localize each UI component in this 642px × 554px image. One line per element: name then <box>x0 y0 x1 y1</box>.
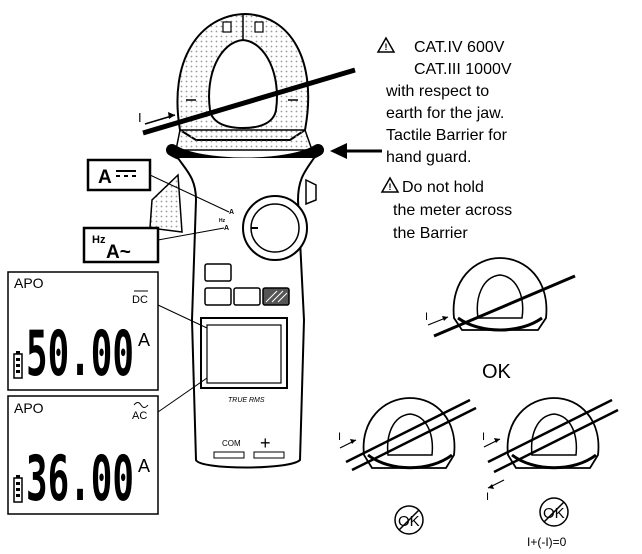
true-rms-label: TRUE RMS <box>228 397 265 404</box>
svg-text:!: ! <box>385 42 388 52</box>
callout-line-ac <box>157 227 225 241</box>
example-bad-2: I I OK I+(-I)=0 <box>482 397 619 549</box>
zoom-line-dc <box>157 304 208 329</box>
clamp-meter: I A A Hz TRUE RMS <box>138 12 356 469</box>
example-ok-wire <box>433 274 576 338</box>
dial-label-hz: Hz <box>219 218 226 224</box>
lcd-ac-battery-icon <box>13 475 23 503</box>
example-ok-label: OK <box>482 361 512 383</box>
lcd-dc-battery-icon <box>13 351 23 379</box>
dial-label-dc: A <box>229 209 234 216</box>
button-top[interactable] <box>204 263 232 282</box>
warning-line-5: Tactile Barrier for <box>386 127 508 144</box>
warning-icon-2: ! <box>380 176 400 193</box>
upper-body-band <box>175 129 314 151</box>
jaw-mark-right <box>254 21 264 33</box>
jaw-mark-left <box>222 21 232 33</box>
zoom-line-ac <box>157 377 208 413</box>
lcd-dc-frame <box>7 271 159 391</box>
plus-jack[interactable] <box>253 451 285 459</box>
meter-lcd-screen <box>206 324 282 384</box>
callout-ac-hz: Hz <box>92 234 106 246</box>
com-label: COM <box>222 439 241 448</box>
example-bad1-wire-a <box>345 398 471 464</box>
callout-dc-box: A <box>86 158 152 192</box>
warning-line-7: Do not hold <box>402 179 484 196</box>
conductor-wire <box>142 67 356 136</box>
example-bad1-wire-b <box>351 406 477 472</box>
right-side-button <box>305 178 317 206</box>
button-1[interactable] <box>204 287 232 306</box>
lcd-dc: APO DC 50.00 A <box>7 271 159 391</box>
current-arrowhead <box>168 112 175 119</box>
com-jack[interactable] <box>213 451 245 459</box>
example-bad2-current-a: I <box>482 431 485 443</box>
lcd-dc-mode: DC <box>132 294 148 306</box>
example-bad2-wire-b <box>493 408 619 474</box>
lcd-ac-frame <box>7 395 159 515</box>
barrier-arrowhead <box>330 143 347 159</box>
warning-line-6: hand guard. <box>386 149 471 166</box>
warning-line-3: with respect to <box>385 83 489 100</box>
warning-line-9: the Barrier <box>393 225 468 242</box>
example-bad2-current-b: I <box>486 491 489 503</box>
lcd-ac-unit: A <box>138 456 150 476</box>
warning-block: ! CAT.IV 600V CAT.III 1000V with respect… <box>330 36 512 242</box>
warning-line-1: CAT.IV 600V <box>414 39 505 56</box>
example-bad-1: I OK <box>338 397 477 535</box>
lcd-dc-apo: APO <box>14 275 44 291</box>
button-2[interactable] <box>233 287 261 306</box>
example-bad1-current: I <box>338 431 341 443</box>
example-bad2-wire-a <box>487 398 613 464</box>
warning-icon-1: ! <box>376 36 396 53</box>
rotary-dial-knob[interactable] <box>250 203 300 253</box>
current-label: I <box>138 110 142 125</box>
lcd-ac-apo: APO <box>14 400 44 416</box>
callout-ac-label: A~ <box>106 242 131 263</box>
warning-line-4: earth for the jaw. <box>386 105 504 122</box>
example-bad1-prohibited-icon: OK <box>394 505 424 535</box>
callout-ac-box: Hz A~ <box>82 226 160 264</box>
button-3[interactable] <box>262 287 290 306</box>
lcd-ac-reading: 36.00 <box>26 442 134 515</box>
lcd-ac: APO AC 36.00 A <box>7 395 159 515</box>
svg-text:!: ! <box>389 182 392 192</box>
warning-line-2: CAT.III 1000V <box>414 61 512 78</box>
example-bad2-caption: I+(-I)=0 <box>527 535 567 549</box>
callout-dc-label: A <box>98 167 112 188</box>
callout-line-dc <box>149 174 230 213</box>
lcd-dc-reading: 50.00 <box>26 317 134 390</box>
example-ok-current: I <box>425 311 428 323</box>
lcd-ac-mode: AC <box>132 410 147 422</box>
example-ok: I OK <box>425 257 576 383</box>
dial-label-ac: A <box>224 225 229 232</box>
lcd-dc-unit: A <box>138 330 150 350</box>
warning-line-8: the meter across <box>393 202 512 219</box>
example-bad2-prohibited-icon: OK <box>539 497 569 527</box>
jaw-trigger <box>149 173 183 233</box>
plus-label: + <box>260 433 271 453</box>
